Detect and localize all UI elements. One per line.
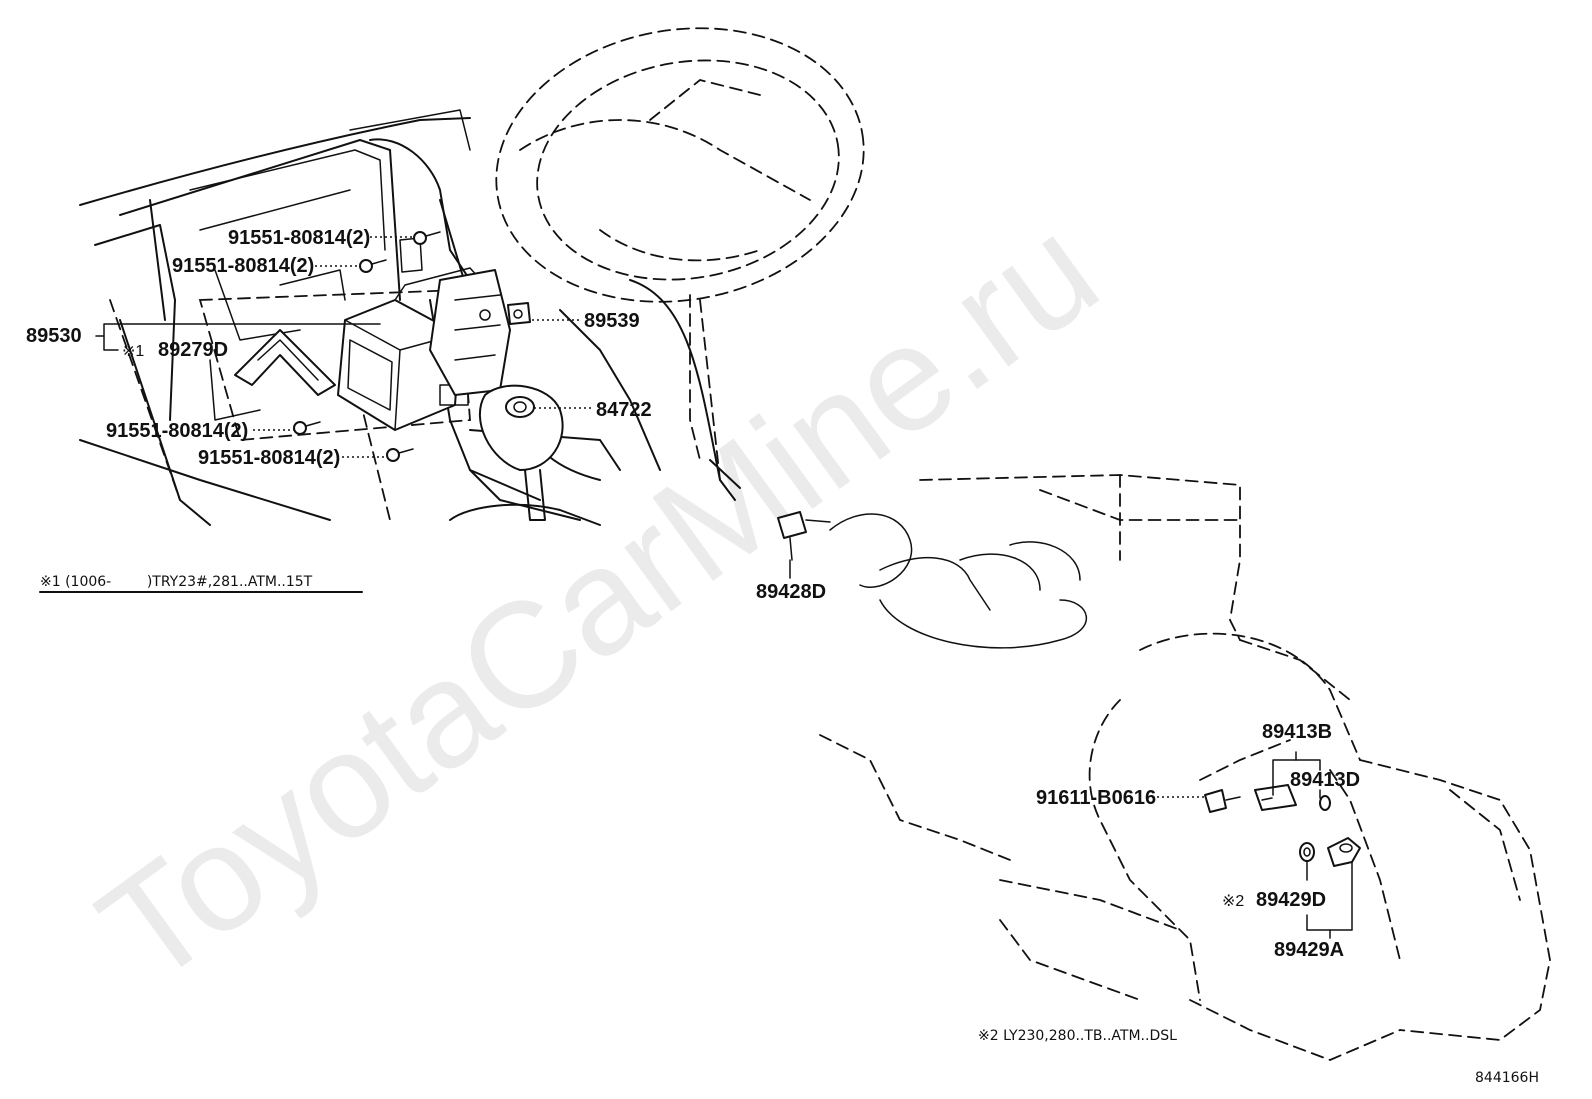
trans-bolt	[1204, 789, 1241, 813]
callout-sensor-89428d: 89428D	[756, 581, 826, 603]
insulator-part	[234, 329, 336, 396]
engine-illustration	[819, 474, 1551, 1061]
callout-sensor-89429d: 89429D	[1256, 889, 1326, 911]
bolt-icon	[386, 448, 414, 462]
trans-sensor-b	[1254, 784, 1297, 811]
callout-mark-1: ※1	[122, 343, 144, 360]
bolt-icon	[359, 259, 387, 273]
shift-lever	[479, 384, 564, 521]
callout-bolt-91551-b: 91551-80814(2)	[172, 255, 314, 277]
leader-lines	[39, 236, 1353, 939]
footnote-2: ※2 LY230,280..TB..ATM..DSL	[978, 1028, 1177, 1044]
callout-ecu-assy: 89530	[26, 325, 82, 347]
callout-sensor-89413d: 89413D	[1290, 769, 1360, 791]
steering-wheel	[495, 27, 865, 481]
diagram-code: 844166H	[1475, 1070, 1539, 1086]
callout-bolt-91551-c: 91551-80814(2)	[106, 420, 248, 442]
o-ring-icon	[1319, 795, 1331, 811]
callout-mark-2: ※2	[1222, 893, 1244, 910]
callout-ecu-sub: 89279D	[158, 339, 228, 361]
trans-sensor-lower	[1327, 837, 1361, 867]
bolt-icon	[293, 421, 321, 435]
callout-sensor-89413b: 89413B	[1262, 721, 1332, 743]
callout-bolt-91551-a: 91551-80814(2)	[228, 227, 370, 249]
callout-bracket: 89539	[584, 310, 640, 332]
speed-sensor-top	[777, 511, 831, 561]
bolt-icon	[413, 231, 441, 245]
callout-sensor-89429a: 89429A	[1274, 939, 1344, 961]
footnote-1: ※1 (1006- )TRY23#,281..ATM..15T	[40, 574, 313, 590]
callout-shift-knob: 84722	[596, 399, 652, 421]
callout-bolt-91551-d: 91551-80814(2)	[198, 447, 340, 469]
bracket-assembly	[429, 269, 531, 396]
washer-icon	[1299, 842, 1315, 862]
callout-bolt-91611: 91611-B0616	[1036, 787, 1156, 809]
